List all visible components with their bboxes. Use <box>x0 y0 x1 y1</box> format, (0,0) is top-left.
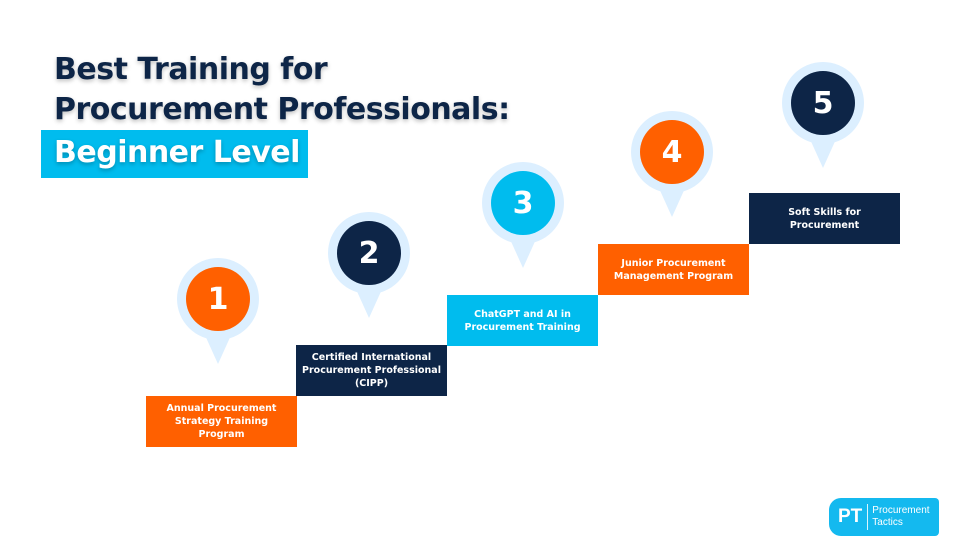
step-5-pin: 5 <box>781 61 865 169</box>
logo-mark: PT <box>838 506 863 527</box>
step-4-number: 4 <box>661 134 683 170</box>
step-2-number: 2 <box>358 235 380 271</box>
step-4-box: Junior Procurement Management Program <box>598 244 749 295</box>
step-4-pin: 4 <box>630 110 714 218</box>
procurement-tactics-logo: PT Procurement Tactics <box>829 498 939 536</box>
logo-divider <box>867 504 869 530</box>
step-1-number: 1 <box>207 281 229 317</box>
map-pin-icon <box>782 62 864 168</box>
step-5-number: 5 <box>812 85 834 121</box>
step-3-pin: 3 <box>481 161 565 269</box>
map-pin-icon <box>631 111 713 217</box>
title-highlight-bg <box>41 130 308 178</box>
step-3-number: 3 <box>512 185 534 221</box>
title-line-1: Best Training for <box>54 52 328 87</box>
logo-line-2: Tactics <box>872 517 903 528</box>
title-highlight-text: Beginner Level <box>54 135 300 170</box>
logo-wordmark: Procurement Tactics <box>872 505 929 529</box>
step-2-pin: 2 <box>327 211 411 319</box>
map-pin-icon <box>482 162 564 268</box>
step-1-pin: 1 <box>176 257 260 365</box>
step-1-box: Annual Procurement Strategy Training Pro… <box>146 396 297 447</box>
logo-line-1: Procurement <box>872 505 930 516</box>
step-2-box: Certified International Procurement Prof… <box>296 345 447 396</box>
step-5-box: Soft Skills for Procurement <box>749 193 900 244</box>
step-3-box: ChatGPT and AI in Procurement Training <box>447 295 598 346</box>
map-pin-icon <box>177 258 259 364</box>
map-pin-icon <box>328 212 410 318</box>
title-line-2: Procurement Professionals: <box>54 92 510 127</box>
